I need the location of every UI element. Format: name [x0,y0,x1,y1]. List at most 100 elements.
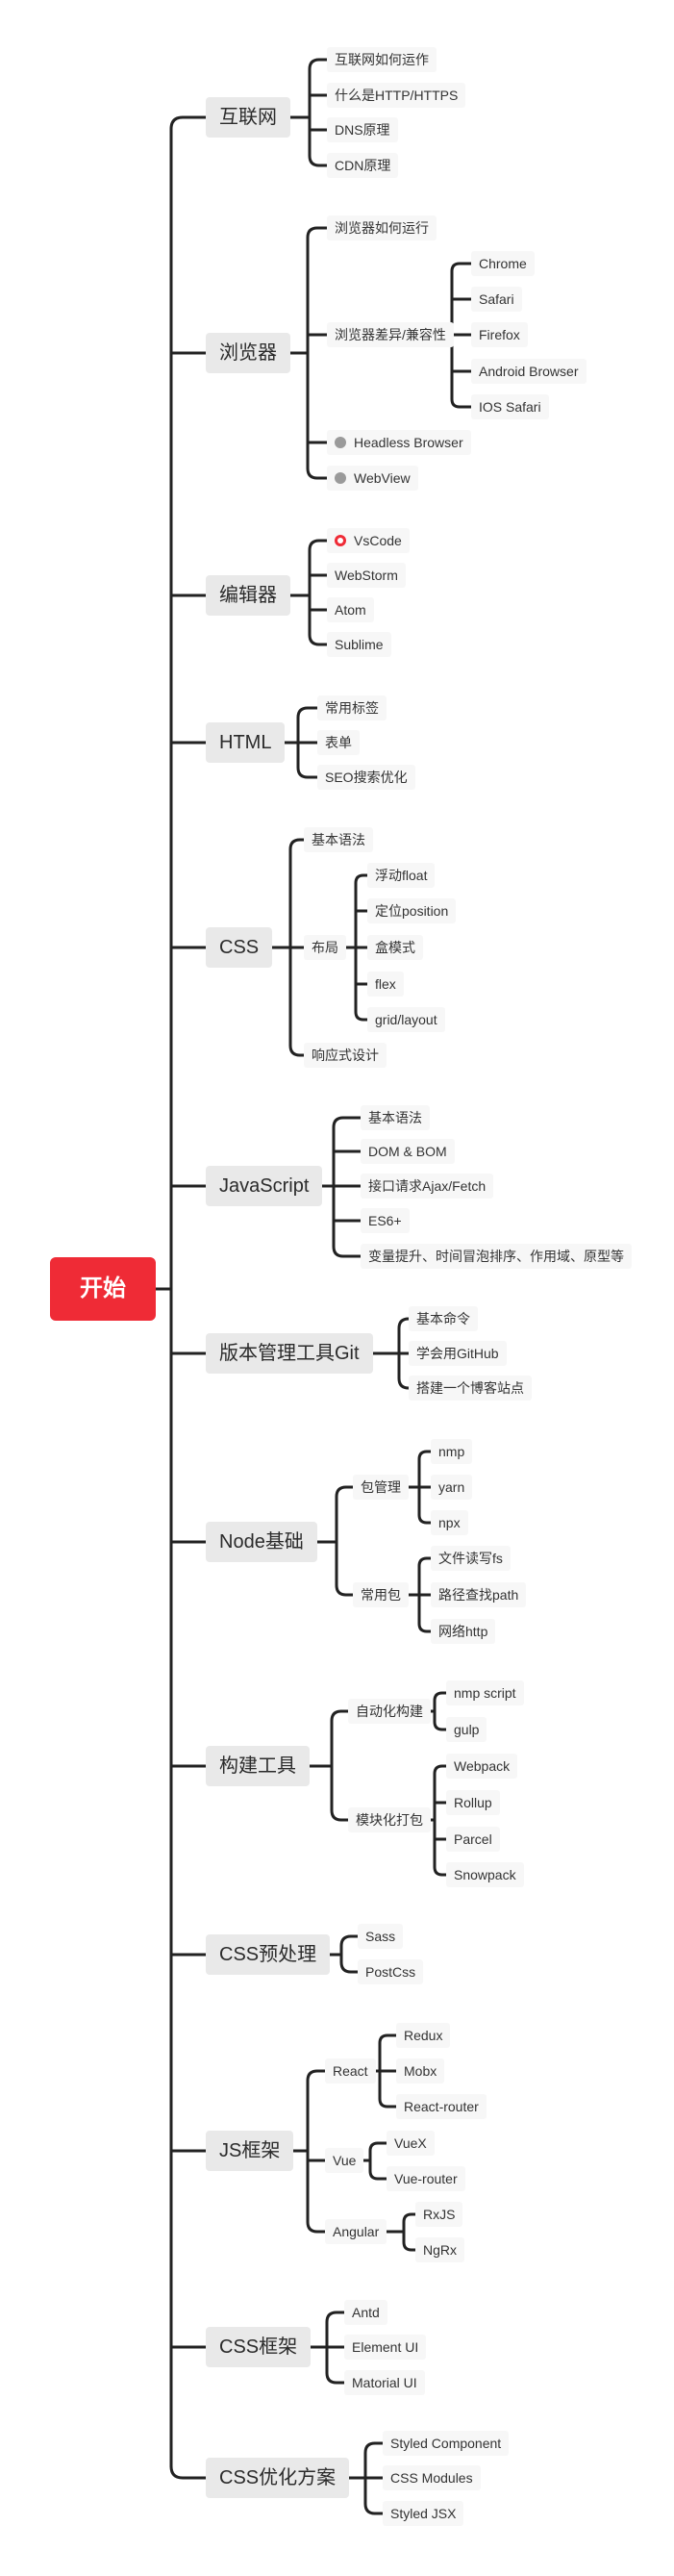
leaf-10-0-0[interactable]: Redux [396,2023,451,2048]
leaf-7-1-2[interactable]: 网络http [431,1619,496,1644]
item-6-1[interactable]: 学会用GitHub [409,1341,507,1366]
item-1-2[interactable]: Headless Browser [327,430,471,455]
topic-1[interactable]: 浏览器 [206,333,290,373]
leaf-10-1-1[interactable]: Vue-router [387,2166,465,2191]
leaf-10-0-1[interactable]: Mobx [396,2058,445,2084]
item-0-1[interactable]: 什么是HTTP/HTTPS [327,83,466,108]
leaf-4-1-3[interactable]: flex [367,972,404,997]
item-10-0[interactable]: React [325,2058,376,2084]
item-8-0[interactable]: 自动化构建 [348,1699,431,1724]
item-10-1[interactable]: Vue [325,2148,364,2173]
item-1-1[interactable]: 浏览器差异/兼容性 [327,322,454,347]
item-7-1[interactable]: 常用包 [353,1582,409,1607]
leaf-1-1-3[interactable]: Android Browser [471,359,587,384]
item-0-2-label: DNS原理 [335,122,390,138]
topic-8[interactable]: 构建工具 [206,1746,310,1786]
leaf-7-1-0[interactable]: 文件读写fs [431,1546,511,1571]
item-9-0[interactable]: Sass [358,1924,404,1949]
star-priority-icon [335,535,346,546]
topic-2[interactable]: 编辑器 [206,575,290,616]
item-4-1[interactable]: 布局 [304,935,346,960]
item-3-0[interactable]: 常用标签 [317,695,387,720]
leaf-7-0-1[interactable]: yarn [431,1475,473,1500]
item-6-2[interactable]: 搭建一个博客站点 [409,1376,532,1401]
topic-12[interactable]: CSS优化方案 [206,2458,350,2498]
leaf-10-2-1[interactable]: NgRx [415,2237,465,2262]
item-1-3[interactable]: WebView [327,466,418,491]
leaf-1-1-1[interactable]: Safari [471,287,522,312]
trunk-branch [169,2464,208,2480]
topic-3[interactable]: HTML [206,722,286,763]
leaf-1-1-2[interactable]: Firefox [471,322,528,347]
leaf-10-0-2[interactable]: React-router [396,2094,487,2119]
leaf-8-1-2[interactable]: Parcel [446,1827,500,1852]
topic-9[interactable]: CSS预处理 [206,1934,331,1975]
leaf-1-1-2-label: Firefox [479,327,520,342]
item-5-1-label: DOM & BOM [368,1144,447,1159]
item-0-3[interactable]: CDN原理 [327,153,399,178]
topic-0[interactable]: 互联网 [206,97,290,138]
item-3-1[interactable]: 表单 [317,730,360,755]
leaf-4-1-3-label: flex [375,976,396,992]
topic-6[interactable]: 版本管理工具Git [206,1333,373,1374]
topic-12-label: CSS优化方案 [219,2467,337,2488]
leaf-8-0-1[interactable]: gulp [446,1717,487,1742]
leaf-8-1-1[interactable]: Rollup [446,1790,500,1815]
item-2-0[interactable]: VsCode [327,528,410,553]
leaf-4-1-4[interactable]: grid/layout [367,1007,445,1032]
leaf-1-1-0[interactable]: Chrome [471,251,535,276]
item-10-2[interactable]: Angular [325,2219,387,2244]
item-5-1[interactable]: DOM & BOM [361,1139,455,1164]
item-5-0[interactable]: 基本语法 [361,1105,430,1130]
item-5-2[interactable]: 接口请求Ajax/Fetch [361,1174,494,1199]
item-2-2[interactable]: Atom [327,597,374,622]
item-7-0-label: 包管理 [361,1479,401,1495]
item-11-2[interactable]: Matorial UI [344,2370,425,2395]
item-0-2[interactable]: DNS原理 [327,117,398,142]
item-12-0[interactable]: Styled Component [383,2431,510,2456]
item-7-0[interactable]: 包管理 [353,1475,409,1500]
leaf-8-1-0[interactable]: Webpack [446,1754,518,1779]
item-6-0[interactable]: 基本命令 [409,1306,478,1331]
subbranch-bus [433,1764,444,1877]
leaf-7-0-0-label: nmp [438,1444,465,1459]
item-4-2[interactable]: 响应式设计 [304,1043,387,1068]
leaf-8-1-3[interactable]: Snowpack [446,1862,524,1887]
topic-4[interactable]: CSS [206,927,273,968]
item-2-3[interactable]: Sublime [327,632,391,657]
topic-1-label: 浏览器 [219,342,277,364]
leaf-7-0-2[interactable]: npx [431,1510,468,1535]
leaf-4-1-0-label: 浮动float [375,868,428,883]
root-node[interactable]: 开始 [50,1257,156,1321]
leaf-4-1-1[interactable]: 定位position [367,898,457,923]
item-12-2[interactable]: Styled JSX [383,2501,464,2526]
item-5-4[interactable]: 变量提升、时间冒泡排序、作用域、原型等 [361,1244,632,1269]
item-3-2[interactable]: SEO搜索优化 [317,765,415,790]
leaf-7-0-0[interactable]: nmp [431,1439,473,1464]
topic-5[interactable]: JavaScript [206,1166,323,1206]
leaf-4-1-0[interactable]: 浮动float [367,863,436,888]
item-8-1[interactable]: 模块化打包 [348,1807,431,1832]
leaf-8-0-0[interactable]: nmp script [446,1680,524,1705]
leaf-7-1-2-label: 网络http [438,1624,488,1639]
item-4-0[interactable]: 基本语法 [304,827,373,852]
leaf-7-1-1[interactable]: 路径查找path [431,1582,527,1607]
branch-bus [308,58,321,167]
item-1-0[interactable]: 浏览器如何运行 [327,215,437,240]
leaf-10-2-0[interactable]: RxJS [415,2202,463,2227]
leaf-1-1-4[interactable]: IOS Safari [471,394,549,419]
leaf-4-1-2[interactable]: 盒模式 [367,935,423,960]
item-0-0[interactable]: 互联网如何运作 [327,47,437,72]
item-11-1[interactable]: Element UI [344,2335,427,2360]
topic-11[interactable]: CSS框架 [206,2327,312,2367]
leaf-10-1-0[interactable]: VueX [387,2131,435,2156]
item-5-3[interactable]: ES6+ [361,1208,410,1233]
item-0-0-label: 互联网如何运作 [335,52,429,67]
topic-7[interactable]: Node基础 [206,1522,317,1562]
item-2-1[interactable]: WebStorm [327,563,406,588]
item-9-1[interactable]: PostCss [358,1959,424,1984]
topic-10[interactable]: JS框架 [206,2131,294,2171]
item-12-1[interactable]: CSS Modules [383,2465,481,2490]
item-11-0[interactable]: Antd [344,2300,387,2325]
item-5-3-label: ES6+ [368,1213,402,1228]
